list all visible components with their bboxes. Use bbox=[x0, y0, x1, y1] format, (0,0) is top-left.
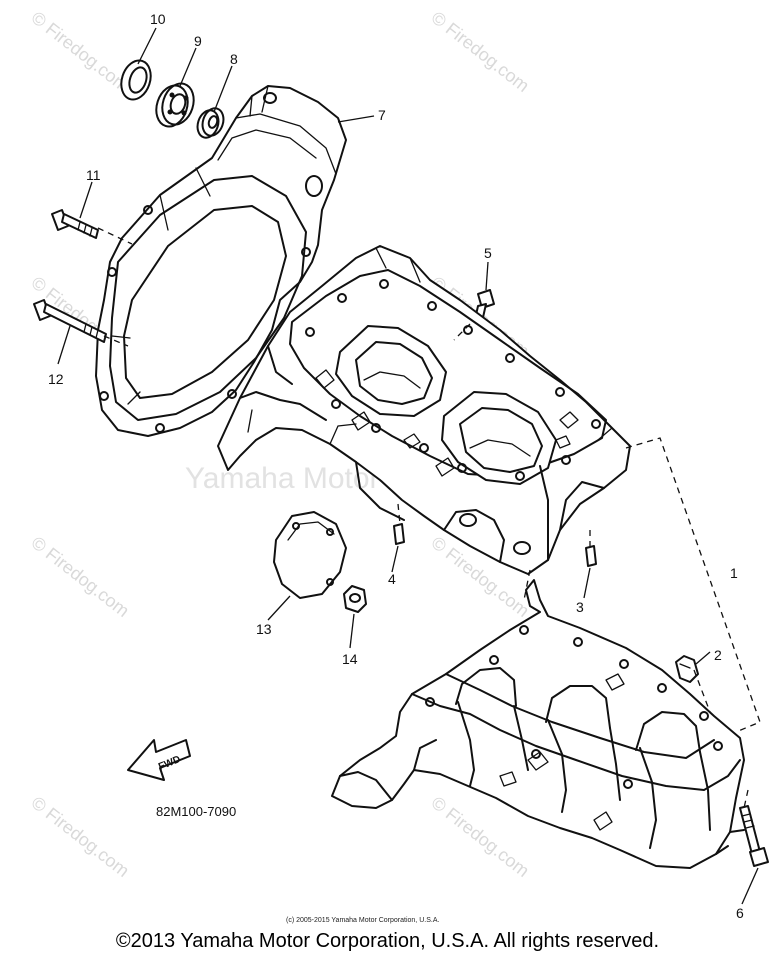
oil-seal-part-10[interactable] bbox=[117, 57, 156, 104]
part-label-13: 13 bbox=[256, 621, 272, 637]
part-label-8: 8 bbox=[230, 51, 238, 67]
bolt-part-6[interactable] bbox=[739, 805, 769, 867]
part-label-4: 4 bbox=[388, 571, 396, 587]
part-label-5: 5 bbox=[484, 245, 492, 261]
part-label-14: 14 bbox=[342, 651, 358, 667]
part-labels: 10 9 8 7 11 12 5 4 3 1 2 13 14 6 bbox=[48, 11, 744, 921]
watermark: © Firedog.com bbox=[28, 792, 134, 881]
lower-crankcase[interactable] bbox=[331, 579, 745, 869]
nut-part-14[interactable] bbox=[343, 585, 367, 613]
alignment-lines bbox=[97, 227, 761, 809]
diagram-code: 82M100-7090 bbox=[156, 804, 236, 819]
bolt-part-12[interactable] bbox=[33, 299, 107, 343]
watermark: © Firedog.com bbox=[28, 532, 134, 621]
part-label-3: 3 bbox=[576, 599, 584, 615]
part-label-6: 6 bbox=[736, 905, 744, 921]
watermark: © Firedog.com bbox=[28, 7, 134, 96]
fwd-arrow: FWD bbox=[127, 739, 191, 781]
crankcase-cover-part-7[interactable] bbox=[95, 85, 347, 437]
part-label-2: 2 bbox=[714, 647, 722, 663]
part-label-9: 9 bbox=[194, 33, 202, 49]
part-label-1: 1 bbox=[730, 565, 738, 581]
bearing-part-9[interactable] bbox=[151, 79, 199, 130]
upper-crankcase[interactable] bbox=[217, 245, 631, 575]
copyright-notice: ©2013 Yamaha Motor Corporation, U.S.A. A… bbox=[115, 930, 660, 952]
watermark: © Firedog.com bbox=[428, 7, 534, 96]
cover-plate-part-13[interactable] bbox=[273, 511, 347, 599]
bearing-part-8[interactable] bbox=[194, 106, 227, 141]
plug-part-2[interactable] bbox=[675, 655, 699, 683]
bolt-part-11[interactable] bbox=[51, 209, 99, 239]
part-label-7: 7 bbox=[378, 107, 386, 123]
part-label-12: 12 bbox=[48, 371, 64, 387]
part-label-11: 11 bbox=[86, 167, 101, 183]
part-label-10: 10 bbox=[150, 11, 166, 27]
dowel-pin-part-3[interactable] bbox=[585, 545, 597, 567]
dowel-pin-part-4[interactable] bbox=[393, 523, 405, 545]
small-credit: (c) 2005-2015 Yamaha Motor Corporation, … bbox=[286, 917, 439, 924]
leader-lines bbox=[57, 27, 759, 905]
